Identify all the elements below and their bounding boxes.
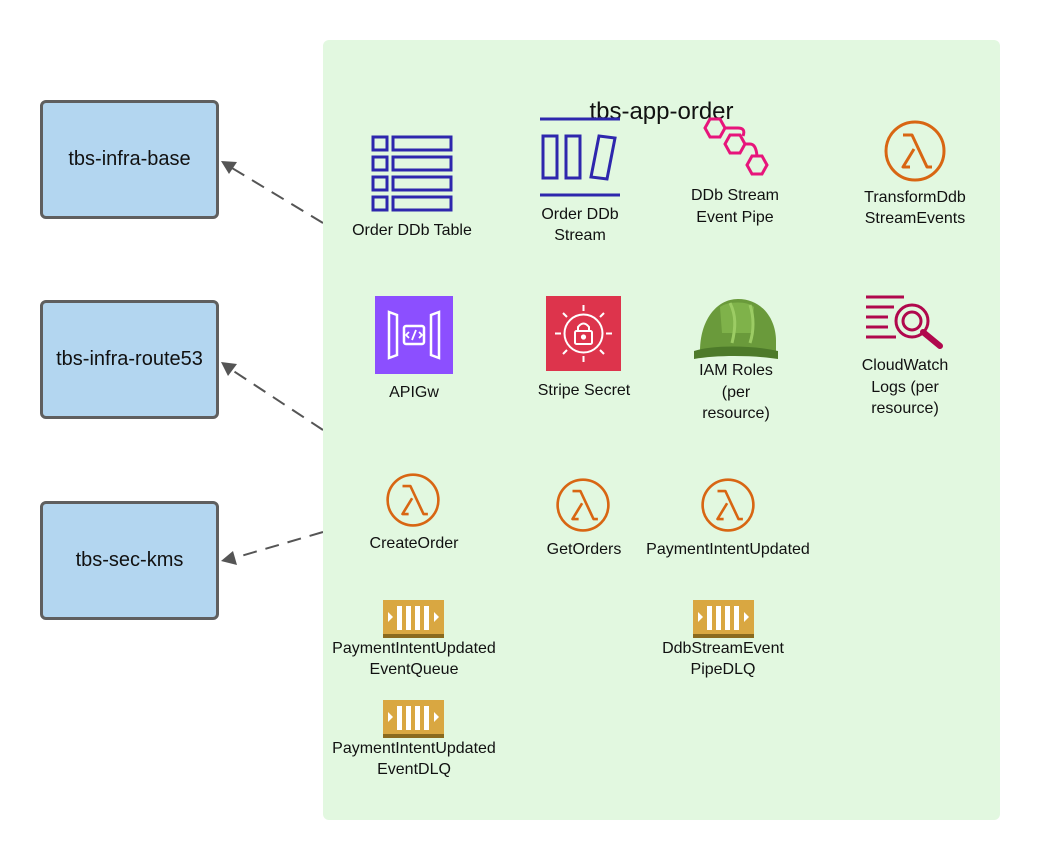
arrow-to-tbs-sec-kms <box>233 531 324 559</box>
resource-label: PaymentIntentUpdated <box>332 640 496 657</box>
resource-label: Event Pipe <box>696 209 774 226</box>
api-gateway-icon <box>375 296 453 374</box>
arrowhead-icon <box>221 551 237 565</box>
iam-helmet-icon <box>694 299 778 359</box>
sqs-queue-icon <box>383 700 444 738</box>
resource-label: Order DDb <box>541 206 619 223</box>
resource-label: DDb Stream <box>690 187 780 204</box>
resource-label: CreateOrder <box>369 535 459 552</box>
lambda-icon <box>701 478 755 532</box>
resource-label: resource) <box>702 405 770 422</box>
arrowhead-icon <box>221 161 237 174</box>
lambda-icon <box>884 120 946 182</box>
resource-label: TransformDdb <box>864 189 966 206</box>
arrow-to-tbs-infra-route53 <box>231 369 324 431</box>
resource-label: Logs (per <box>871 379 939 396</box>
arrow-to-tbs-infra-base <box>231 167 324 224</box>
resource-label: EventDLQ <box>377 761 451 778</box>
dependency-label: tbs-infra-route53 <box>56 348 203 370</box>
dependency-tbs-infra-route53: tbs-infra-route53 <box>40 300 219 419</box>
sqs-queue-icon <box>693 600 754 638</box>
lambda-icon <box>386 473 440 527</box>
resource-label: DdbStreamEvent <box>662 640 784 657</box>
resource-label: resource) <box>871 400 939 417</box>
sqs-queue-icon <box>383 600 444 638</box>
resource-label: StreamEvents <box>864 210 966 227</box>
dependency-label: tbs-infra-base <box>68 148 191 170</box>
resource-label: Stream <box>554 227 606 244</box>
dependency-label: tbs-sec-kms <box>75 549 184 571</box>
lambda-icon <box>556 478 610 532</box>
resource-label: APIGw <box>389 384 439 401</box>
resource-label: (per <box>721 384 751 401</box>
resource-label: EventQueue <box>369 661 459 678</box>
resource-label: IAM Roles <box>699 362 773 379</box>
dependency-tbs-sec-kms: tbs-sec-kms <box>40 501 219 620</box>
arrowhead-icon <box>221 362 237 376</box>
resource-label: GetOrders <box>546 541 622 558</box>
eventbridge-pipe-icon <box>703 117 769 176</box>
cloudwatch-logs-icon <box>866 295 943 349</box>
dependency-tbs-infra-base: tbs-infra-base <box>40 100 219 219</box>
resource-label: CloudWatch <box>861 357 949 374</box>
secrets-manager-icon <box>546 296 621 371</box>
dynamodb-stream-icon <box>540 117 620 197</box>
resource-label: PaymentIntentUpdated <box>332 740 496 757</box>
resource-label: PipeDLQ <box>690 661 756 678</box>
resource-label: Order DDb Table <box>352 222 472 239</box>
resource-label: PaymentIntentUpdated <box>646 541 810 558</box>
resource-label: Stripe Secret <box>537 382 631 399</box>
dynamodb-table-icon <box>371 135 453 212</box>
